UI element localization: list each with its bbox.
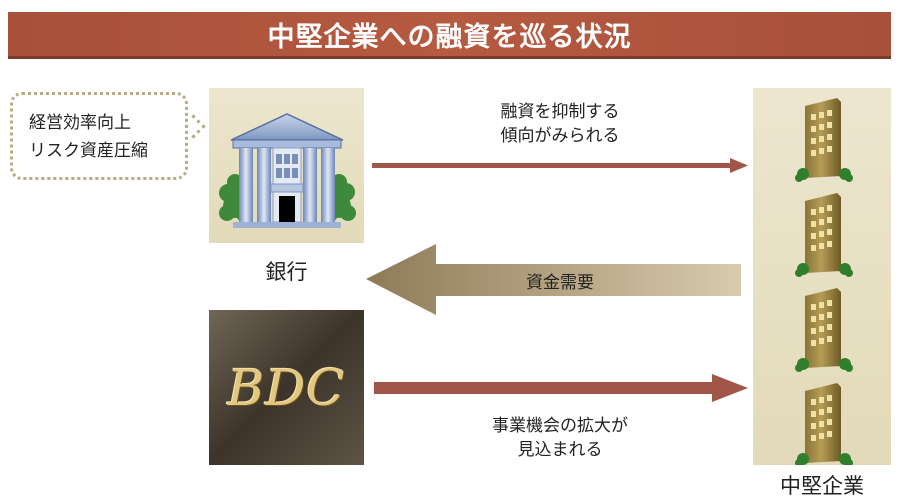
arrow-bdc-to-companies	[374, 374, 748, 402]
bottom-caption-line-1: 事業機会の拡大が	[492, 416, 628, 436]
bubble-line-2: リスク資産圧縮	[29, 141, 148, 161]
demand-label: 資金需要	[526, 273, 594, 293]
office-building-4	[795, 383, 853, 467]
bank-label: 銀行	[265, 260, 308, 284]
office-building-1	[795, 98, 853, 182]
top-caption-line-2: 傾向がみられる	[500, 126, 620, 146]
top-caption-line-1: 融資を抑制する	[500, 102, 620, 122]
top-arrow-caption: 融資を抑制する 傾向がみられる	[470, 100, 650, 148]
arrow-demand	[366, 244, 741, 315]
companies-label: 中堅企業	[780, 474, 864, 498]
bank-door	[279, 196, 295, 222]
office-building-3	[795, 288, 853, 372]
office-building-2	[795, 193, 853, 277]
bank-panel	[209, 88, 364, 243]
bank-building-icon	[219, 113, 356, 228]
bdc-logo: BDC	[227, 358, 346, 417]
arrow-bank-to-companies	[372, 158, 748, 173]
speech-bubble: 経営効率向上 リスク資産圧縮	[10, 92, 188, 180]
office-buildings-icon	[795, 98, 853, 467]
bdc-panel: BDC	[209, 310, 364, 465]
bottom-arrow-caption: 事業機会の拡大が 見込まれる	[450, 414, 670, 462]
bubble-line-1: 経営効率向上	[29, 113, 131, 133]
title-bar: 中堅企業への融資を巡る状況	[8, 12, 891, 59]
page-title: 中堅企業への融資を巡る状況	[267, 21, 632, 53]
companies-panel	[753, 88, 891, 467]
bottom-caption-line-2: 見込まれる	[517, 440, 603, 460]
